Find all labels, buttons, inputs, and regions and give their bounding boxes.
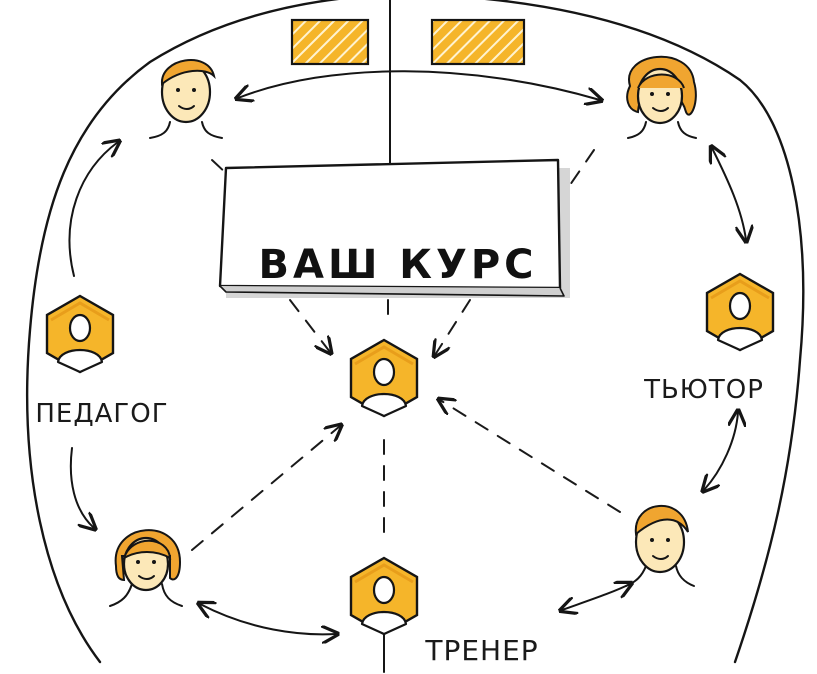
dashed-link (211, 159, 229, 176)
role-label-pedagog: ПЕДАГОГ (35, 399, 168, 429)
trainer-hex-icon (349, 556, 419, 636)
course-title: ВАШ КУРС (259, 242, 538, 288)
double-arrow-icon (712, 148, 746, 240)
role-label-tutor: ТЬЮТОР (643, 375, 764, 405)
course-box: ВАШ КУРС (218, 158, 570, 298)
dashed-arrow-icon (191, 426, 340, 551)
double-arrow-icon (238, 70, 600, 100)
learner-face-left-icon (109, 529, 183, 607)
arrow-icon (69, 447, 94, 528)
role-label-trainer: ТРЕНЕР (424, 634, 538, 667)
hatched-block-icon (290, 18, 370, 66)
pedagog-hex-icon (45, 294, 115, 374)
pedagog-face-icon (149, 59, 223, 139)
tutor-face-icon (626, 55, 697, 139)
arrow-icon (68, 142, 118, 277)
dashed-link (569, 149, 595, 186)
learner-hex-icon (349, 338, 419, 418)
dashed-arrow-icon (289, 299, 330, 352)
double-arrow-icon (562, 584, 630, 610)
double-arrow-icon (200, 604, 336, 634)
hatched-block-icon (430, 18, 526, 66)
learner-face-right-icon (625, 505, 695, 587)
outer-loop-left (25, 0, 340, 664)
double-arrow-icon (704, 412, 738, 490)
dashed-arrow-icon (440, 400, 621, 513)
dashed-arrow-icon (435, 299, 471, 355)
tutor-hex-icon (705, 272, 775, 352)
outer-loop-right (484, 0, 805, 664)
